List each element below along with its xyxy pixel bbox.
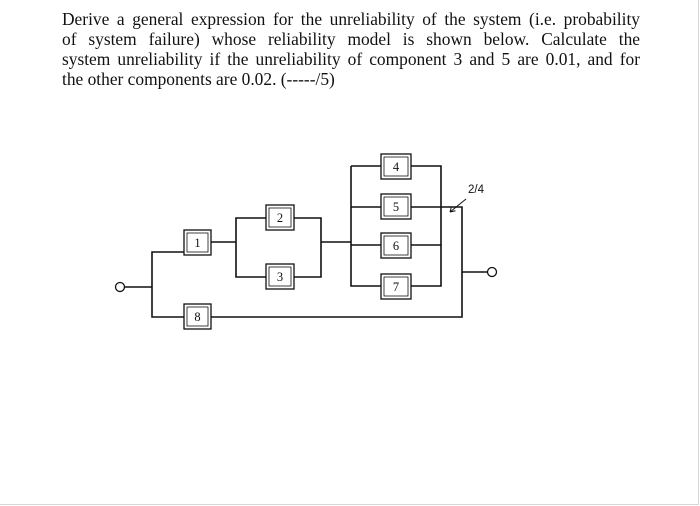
input-terminal [114,281,126,293]
vote-label: 2/4 [468,184,485,196]
component-6-label: 6 [393,239,399,253]
question-text: Derive a general expression for the unre… [62,9,640,89]
component-2-label: 2 [277,211,283,225]
component-3-block: 3 [265,263,295,290]
question-line-1: Derive a general expression for the unre… [62,9,640,29]
question-line-2: of system failure) whose reliability mod… [62,29,640,49]
component-5-label: 5 [393,200,399,214]
output-terminal [486,266,498,278]
component-5-block: 5 [380,193,412,220]
component-3-label: 3 [277,270,283,284]
component-4-label: 4 [393,160,400,174]
component-7-block: 7 [380,273,412,300]
component-4-block: 4 [380,153,412,180]
component-6-block: 6 [380,232,412,259]
component-7-label: 7 [393,280,399,294]
diagram-wires [125,165,488,318]
vote-arrowhead-icon [449,206,456,213]
question-line-4: the other components are 0.02. (-----/5) [62,69,335,89]
component-1-label: 1 [194,236,200,250]
question-line-3: system unreliability if the unreliabilit… [62,49,640,69]
component-8-label: 8 [194,310,200,324]
component-1-block: 1 [183,229,212,256]
component-8-block: 8 [183,303,212,330]
vote-annotation: 2/4 [449,184,485,213]
component-2-block: 2 [265,204,295,231]
vote-arrow-icon [449,198,467,213]
